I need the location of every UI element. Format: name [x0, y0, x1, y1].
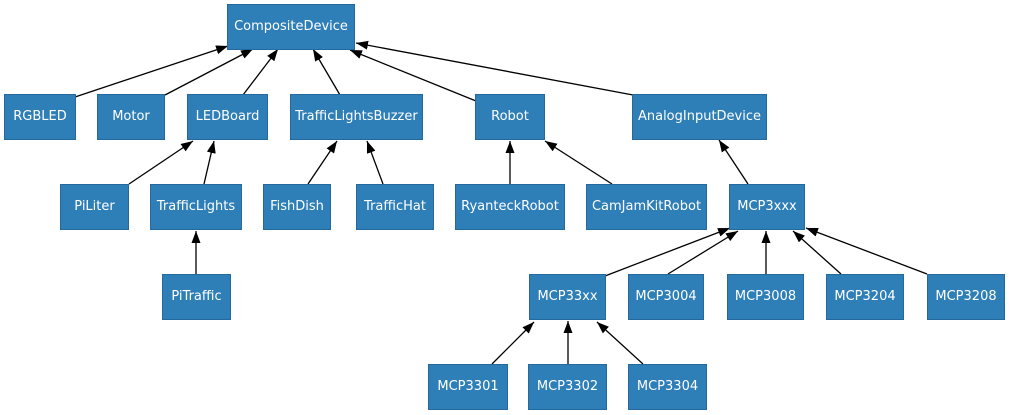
class-node-rgbled: RGBLED: [4, 94, 76, 140]
inheritance-edge-mcp3204-to-mcp3xxx: [792, 230, 842, 275]
class-node-fishdish: FishDish: [263, 184, 331, 230]
inheritance-edge-mcp33xx-to-mcp3xxx: [604, 227, 731, 277]
inheritance-edges: [74, 40, 928, 365]
class-node-label: CamJamKitRobot: [591, 199, 702, 214]
class-node-label: FishDish: [270, 199, 324, 214]
class-node-label: TrafficLights: [156, 199, 236, 214]
inheritance-edge-robot-to-compositedevice: [349, 49, 477, 102]
class-node-compositedevice: CompositeDevice: [227, 4, 355, 50]
class-node-label: Motor: [112, 109, 150, 124]
class-node-mcp33xx: MCP33xx: [529, 274, 606, 320]
class-node-label: MCP3304: [636, 379, 699, 394]
inheritance-edge-mcp3208-to-mcp3xxx: [805, 227, 928, 275]
class-node-camjamkitrobot: CamJamKitRobot: [586, 184, 707, 230]
inheritance-edge-analoginputdevice-to-compositedevice: [355, 40, 634, 96]
class-node-label: MCP3301: [437, 379, 499, 394]
class-node-mcp3004: MCP3004: [628, 274, 704, 320]
class-node-label: MCP3302: [536, 379, 599, 394]
class-node-label: Robot: [491, 109, 529, 124]
class-node-mcp3302: MCP3302: [528, 364, 607, 410]
class-node-traffichat: TrafficHat: [356, 184, 434, 230]
class-node-piliter: PiLiter: [60, 184, 129, 230]
class-node-label: MCP3xxx: [737, 199, 797, 214]
inheritance-edge-mcp3xxx-to-analoginputdevice: [718, 139, 749, 185]
class-node-mcp3208: MCP3208: [927, 274, 1005, 320]
class-node-label: PiLiter: [74, 199, 115, 214]
class-node-label: CompositeDevice: [234, 19, 348, 34]
class-node-mcp3xxx: MCP3xxx: [729, 184, 805, 230]
class-node-label: MCP3008: [734, 289, 797, 304]
class-node-label: MCP3004: [635, 289, 697, 304]
class-node-pitraffic: PiTraffic: [162, 274, 231, 320]
inheritance-edge-trafficlights-to-ledboard: [203, 140, 216, 185]
class-node-ryanteckrobot: RyanteckRobot: [455, 184, 565, 230]
class-node-motor: Motor: [97, 94, 165, 140]
class-node-label: AnalogInputDevice: [637, 109, 762, 124]
class-node-label: TrafficHat: [364, 199, 426, 214]
class-node-label: RGBLED: [13, 109, 67, 124]
inheritance-edge-mcp3004-to-mcp3xxx: [667, 230, 739, 275]
inheritance-edge-camjamkitrobot-to-robot: [544, 140, 613, 185]
inheritance-edge-mcp3301-to-mcp33xx: [491, 321, 535, 365]
class-node-label: MCP3204: [834, 289, 896, 304]
inheritance-edge-piliter-to-ledboard: [128, 140, 194, 185]
class-node-ledboard: LEDBoard: [187, 94, 268, 140]
class-node-mcp3204: MCP3204: [826, 274, 904, 320]
inheritance-edge-trafficlightsbuzzer-to-compositedevice: [312, 48, 341, 96]
class-node-label: MCP33xx: [537, 289, 598, 304]
class-node-label: TrafficLightsBuzzer: [295, 109, 418, 124]
class-node-mcp3008: MCP3008: [727, 274, 804, 320]
class-node-robot: Robot: [475, 94, 545, 140]
class-node-label: MCP3208: [935, 289, 997, 304]
class-node-trafficlights: TrafficLights: [150, 184, 242, 230]
class-node-mcp3304: MCP3304: [628, 364, 707, 410]
class-node-mcp3301: MCP3301: [428, 364, 508, 410]
inheritance-edge-ledboard-to-compositedevice: [242, 48, 279, 96]
inheritance-edge-mcp3304-to-mcp33xx: [596, 321, 644, 365]
inheritance-edge-fishdish-to-trafficlightsbuzzer: [307, 140, 338, 185]
class-node-analoginputdevice: AnalogInputDevice: [632, 94, 767, 140]
inheritance-edge-traffichat-to-trafficlightsbuzzer: [366, 140, 384, 185]
inheritance-edge-motor-to-compositedevice: [164, 48, 254, 96]
class-node-label: LEDBoard: [195, 109, 260, 124]
class-node-label: PiTraffic: [171, 289, 222, 304]
class-node-label: RyanteckRobot: [461, 199, 559, 214]
class-node-trafficlightsbuzzer: TrafficLightsBuzzer: [290, 94, 423, 140]
inheritance-edge-rgbled-to-compositedevice: [74, 45, 229, 98]
